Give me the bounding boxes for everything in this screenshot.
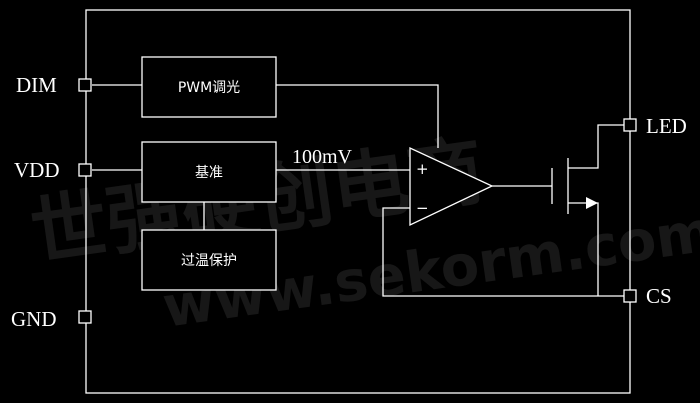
wire-cs-feedback [382, 207, 625, 297]
pin-vdd-label: VDD [14, 158, 60, 182]
pin-gnd-pad [78, 310, 92, 324]
pin-led: LED [623, 114, 687, 138]
pin-cs-pad [623, 289, 637, 303]
pin-led-label: LED [646, 114, 687, 138]
pin-gnd-label: GND [11, 307, 57, 331]
pin-dim-pad [78, 78, 92, 92]
block-thermal-protection: 过温保护 [141, 229, 277, 291]
pin-vdd-pad [78, 163, 92, 177]
block-pwm-dimming: PWM调光 [141, 56, 277, 118]
pin-led-pad [623, 118, 637, 132]
pin-cs-label: CS [646, 284, 672, 308]
thermal-protection-label: 过温保护 [181, 253, 237, 269]
pin-gnd: GND [11, 307, 92, 331]
pin-cs: CS [623, 284, 672, 308]
pin-dim: DIM [16, 73, 92, 97]
watermark: 世强硬创电商 www.sekorm.com [25, 126, 700, 341]
block-reference: 基准 [141, 141, 277, 203]
comparator-minus-sign: − [416, 199, 429, 217]
reference-label: 基准 [195, 164, 223, 181]
wire-pwm-comparator [276, 84, 439, 148]
thermal-protection-box [141, 229, 277, 291]
wires [92, 84, 625, 297]
pin-dim-label: DIM [16, 73, 57, 97]
mosfet-arrow [586, 197, 598, 209]
reference-box [141, 141, 277, 203]
chip-outline [85, 9, 631, 394]
pwm-dimming-box [141, 56, 277, 118]
comparator-triangle [409, 146, 494, 227]
pwm-dimming-label: PWM调光 [178, 80, 240, 96]
comparator-plus-sign: + [416, 160, 429, 178]
reference-voltage-label: 100mV [292, 146, 353, 168]
mosfet [551, 158, 598, 214]
wire-drain-led [568, 124, 625, 169]
pin-vdd: VDD [14, 158, 92, 182]
comparator: + − [409, 146, 494, 227]
